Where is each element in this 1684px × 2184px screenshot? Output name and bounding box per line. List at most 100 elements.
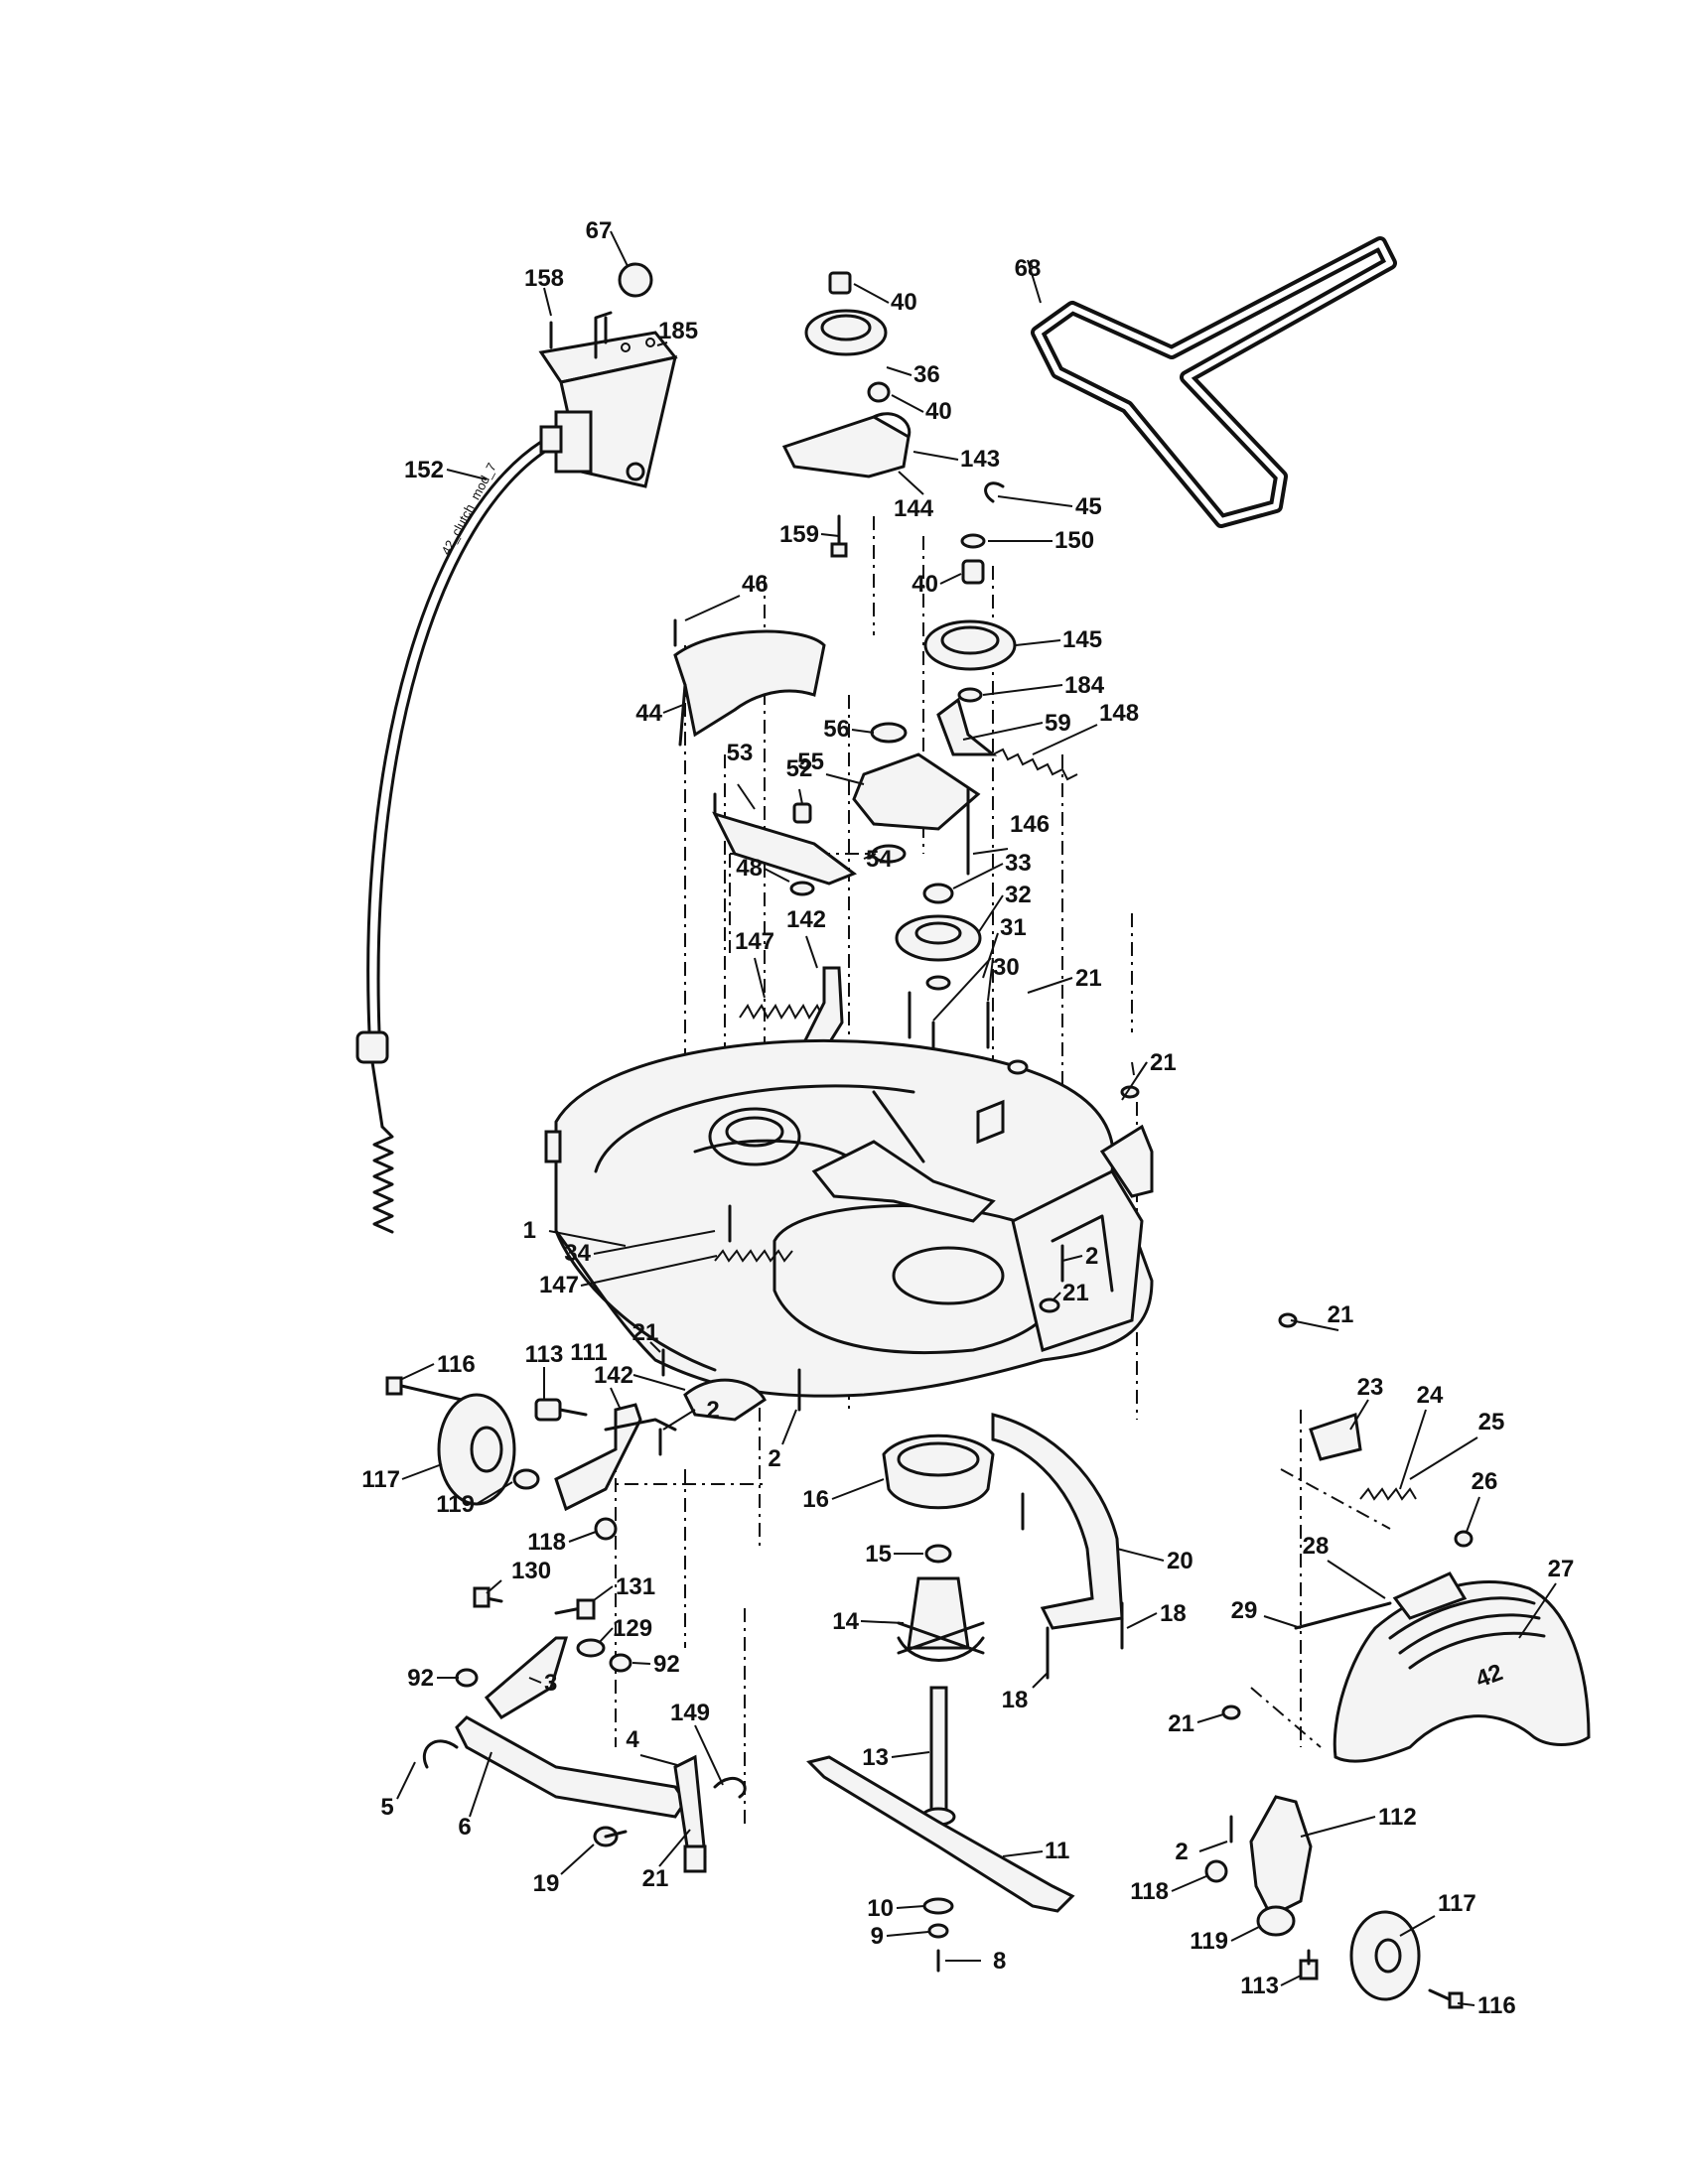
belt-guard <box>673 618 826 747</box>
callout-21-e: 21 <box>642 1865 669 1892</box>
callout-11: 11 <box>1045 1838 1069 1864</box>
callout-32: 32 <box>1005 882 1032 908</box>
drive-belt <box>1031 236 1397 528</box>
callout-67: 67 <box>586 217 613 244</box>
callout-147-upper: 147 <box>735 928 774 955</box>
knob <box>618 262 653 298</box>
callout-19: 19 <box>533 1870 560 1897</box>
callout-1: 1 <box>523 1217 536 1244</box>
callout-2-center: 2 <box>768 1445 780 1472</box>
callout-40-right: 40 <box>912 571 938 598</box>
callout-92-left: 92 <box>407 1665 434 1692</box>
callout-131: 131 <box>616 1573 655 1600</box>
callout-10: 10 <box>867 1895 894 1922</box>
callout-13: 13 <box>862 1744 889 1771</box>
callout-111: 111 <box>570 1339 607 1366</box>
callout-159: 159 <box>779 521 819 548</box>
spindle-assembly <box>882 1433 995 1827</box>
idler-pulley-upper <box>781 271 912 558</box>
callout-119-right: 119 <box>1190 1928 1228 1955</box>
callout-15: 15 <box>865 1541 892 1568</box>
callout-59: 59 <box>1045 710 1071 737</box>
callout-118-right: 118 <box>1130 1878 1169 1905</box>
callout-145: 145 <box>1062 626 1102 653</box>
callout-6: 6 <box>458 1814 471 1841</box>
callout-21-g: 21 <box>1168 1710 1194 1737</box>
clutch-bracket <box>538 311 678 488</box>
left-gauge-wheel <box>385 1348 801 1541</box>
callout-53: 53 <box>727 740 754 766</box>
lift-linkage <box>422 1586 747 1873</box>
callout-117-left: 117 <box>361 1466 400 1493</box>
idler-arm-left <box>712 792 858 896</box>
callout-68: 68 <box>1015 255 1042 282</box>
callout-150: 150 <box>1054 527 1094 554</box>
right-gauge-wheel <box>1204 1705 1464 2009</box>
callout-8: 8 <box>993 1948 1006 1975</box>
callout-45: 45 <box>1075 493 1102 520</box>
callout-55: 55 <box>797 749 824 775</box>
callout-20: 20 <box>1167 1548 1193 1574</box>
callout-148: 148 <box>1099 700 1139 727</box>
callout-116-left: 116 <box>437 1351 476 1378</box>
baffle-arm <box>991 1413 1124 1680</box>
callout-2-deck: 2 <box>1085 1243 1098 1270</box>
callout-31: 31 <box>1000 914 1027 941</box>
idler-pulley-right <box>923 481 1017 703</box>
discharge-chute: 42 <box>1278 1312 1591 1763</box>
callout-144: 144 <box>894 495 934 522</box>
clutch-cable: 42_clutch_mod_7 <box>355 440 551 1234</box>
callout-16: 16 <box>802 1486 829 1513</box>
callout-2-left: 2 <box>706 1397 719 1424</box>
callout-33: 33 <box>1005 850 1032 877</box>
callout-113-right: 113 <box>1240 1973 1279 1999</box>
callout-118-left: 118 <box>527 1529 566 1556</box>
callout-27: 27 <box>1548 1556 1575 1582</box>
callout-117-right: 117 <box>1438 1890 1476 1917</box>
callout-26: 26 <box>1472 1468 1498 1495</box>
callout-54: 54 <box>866 846 893 873</box>
callout-152: 152 <box>404 457 444 483</box>
callout-142-upper: 142 <box>786 906 826 933</box>
callout-129: 129 <box>613 1615 652 1642</box>
callout-18-right: 18 <box>1160 1600 1187 1627</box>
callout-92-right: 92 <box>653 1651 680 1678</box>
callout-18-left: 18 <box>1002 1687 1029 1713</box>
callout-5: 5 <box>380 1794 393 1821</box>
callout-21-c: 21 <box>1062 1280 1089 1306</box>
callout-130: 130 <box>511 1558 551 1584</box>
deck-hardware <box>714 1059 1140 1313</box>
callout-9: 9 <box>871 1923 884 1950</box>
callout-25: 25 <box>1478 1409 1505 1435</box>
callout-143: 143 <box>960 446 1000 473</box>
callout-14: 14 <box>832 1608 859 1635</box>
callout-21-a: 21 <box>1075 965 1102 992</box>
callout-40-mid: 40 <box>925 398 952 425</box>
callout-34: 34 <box>564 1240 591 1267</box>
callout-28: 28 <box>1303 1533 1330 1560</box>
callout-149: 149 <box>670 1700 710 1726</box>
callout-119-left: 119 <box>436 1491 475 1518</box>
mower-blade <box>806 1755 1075 1973</box>
callout-3: 3 <box>544 1670 557 1697</box>
callout-21-d: 21 <box>632 1319 659 1346</box>
callout-24: 24 <box>1417 1382 1444 1409</box>
callout-116-right: 116 <box>1477 1992 1516 2019</box>
callout-48: 48 <box>736 855 763 882</box>
callout-147-lower: 147 <box>539 1272 579 1298</box>
callout-46: 46 <box>742 571 769 598</box>
callout-21-f: 21 <box>1328 1301 1354 1328</box>
callout-23: 23 <box>1357 1374 1384 1401</box>
callout-30: 30 <box>993 954 1020 981</box>
callout-52: 52 <box>786 755 813 782</box>
idler-plate <box>852 697 1078 876</box>
callout-142-lower: 142 <box>594 1362 633 1389</box>
spindle-pulley <box>895 883 982 991</box>
callout-21-b: 21 <box>1150 1049 1177 1076</box>
callout-29: 29 <box>1231 1597 1258 1624</box>
callout-44: 44 <box>635 700 662 727</box>
callout-184: 184 <box>1064 672 1105 699</box>
callout-56: 56 <box>823 716 850 743</box>
callout-112: 112 <box>1378 1804 1417 1831</box>
